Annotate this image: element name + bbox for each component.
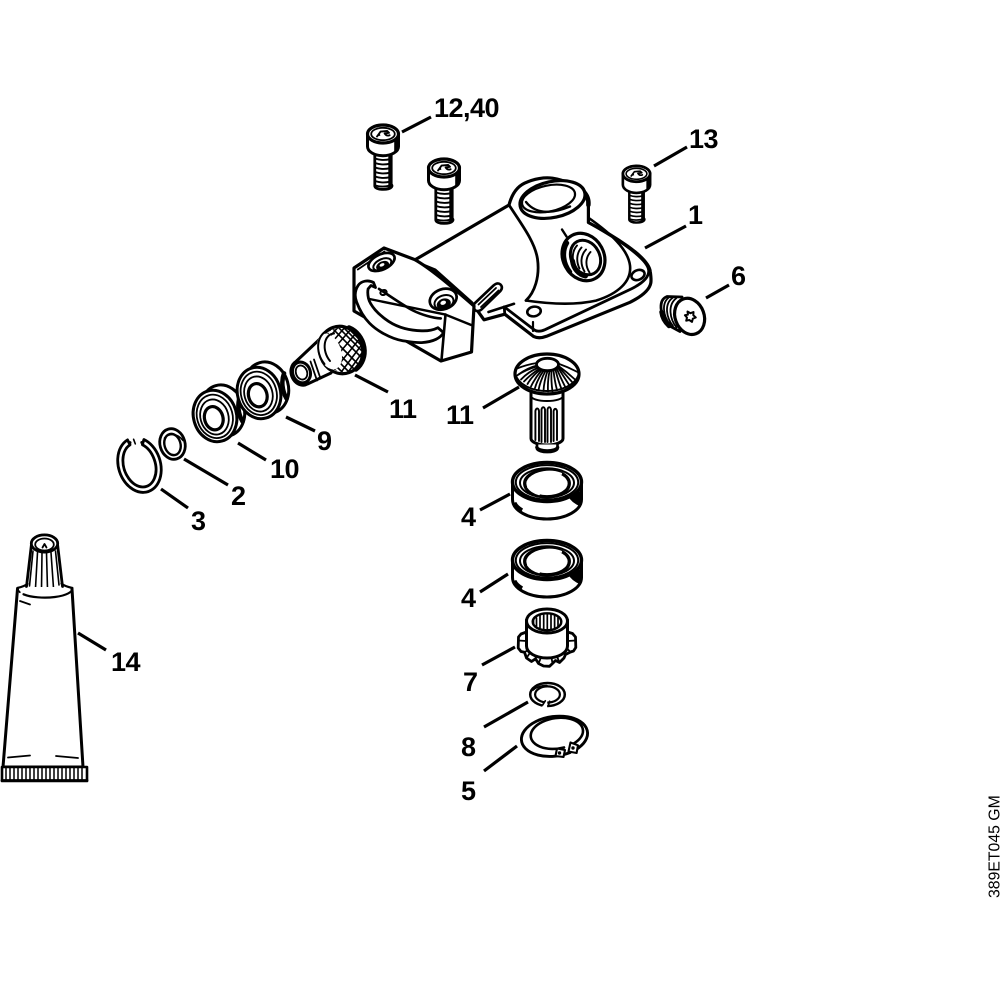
svg-text:7: 7 [463,667,478,697]
svg-text:4: 4 [461,502,476,532]
svg-text:4: 4 [461,583,476,613]
svg-text:6: 6 [731,261,746,291]
svg-text:11: 11 [389,394,417,424]
svg-text:11: 11 [446,400,474,430]
svg-text:2: 2 [231,481,246,511]
svg-text:389ET045 GM: 389ET045 GM [987,795,1000,898]
svg-text:8: 8 [461,732,476,762]
svg-text:12,40: 12,40 [434,93,499,123]
svg-text:3: 3 [191,506,206,536]
svg-text:9: 9 [317,426,332,456]
svg-text:14: 14 [111,647,141,677]
svg-text:10: 10 [270,454,299,484]
svg-text:1: 1 [688,200,703,230]
svg-text:5: 5 [461,776,476,806]
svg-text:13: 13 [689,124,719,154]
